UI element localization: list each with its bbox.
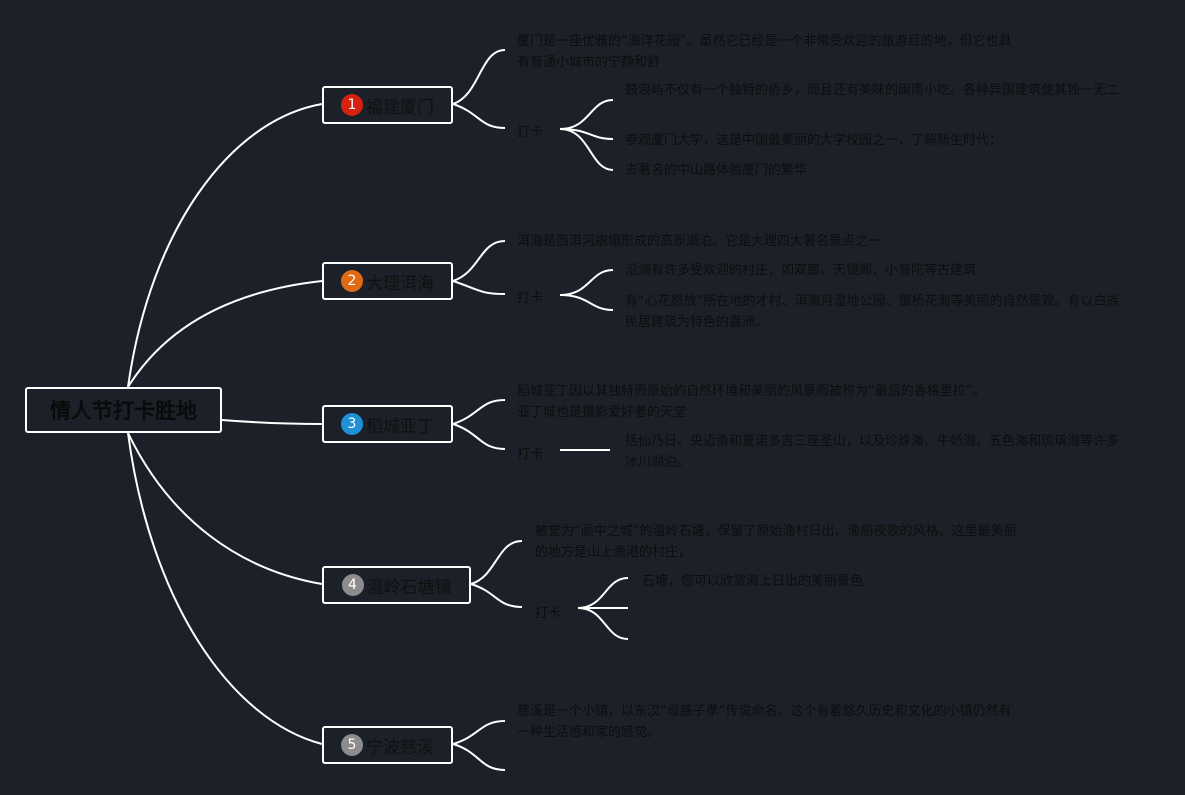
topic-1-checkin-label: 打卡 [517,125,544,140]
topic-2-description: 洱海是西洱河崩塌形成的高原湖泊。它是大理四大著名景点之一 [517,234,882,249]
connector-t2-desc [452,240,506,282]
topic-node-4[interactable]: 4 温岭石塘镇 [322,566,471,604]
topic-1-checkin-2: 参观厦门大学，这是中国最美丽的大学校园之一，了解新生时代； [625,133,1003,148]
topic-node-5[interactable]: 5 宁波慈溪 [322,726,453,764]
connector-t2-checkin [452,280,506,295]
connector-t4-checkin [470,583,523,608]
root-node[interactable]: 情人节打卡胜地 [25,387,222,433]
number-badge-icon: 5 [341,734,363,756]
topic-3-description: 稻城亚丁因以其独特而原始的自然环境和美丽的风景而被称为“最后的香格里拉”。亚丁城… [517,384,986,420]
topic-3-checkin-label: 打卡 [517,447,544,462]
connector-t4-c3 [577,607,629,640]
connector-root-topic-2 [127,280,323,388]
topic-title: 稻城亚丁 [366,416,434,437]
connector-t2-c2 [559,294,614,311]
topic-5-description: 慈溪是一个小镇，以东汉“母慈子孝”传说命名。这个有着悠久历史和文化的小镇仍然有一… [517,704,1012,740]
topic-title: 宁波慈溪 [366,737,434,758]
connector-t4-desc [470,540,523,585]
connector-t5-extra [452,743,506,771]
topic-1-checkin-3: 去著名的中山路体验厦门的繁华 [625,163,808,178]
topic-3-checkin-1: 括仙乃日、央迈勇和夏诺多吉三座圣山，以及珍珠海、牛奶海、五色海和琉璃海等许多冰川… [625,434,1120,470]
connector-t1-checkin [452,103,506,129]
topic-2-checkin-label: 打卡 [517,291,544,306]
topic-title: 福建厦门 [366,97,434,118]
topic-2-checkin-2: 有“心花怒放”所在地的才村、洱海月湿地公园、银桥花海等美丽的自然景观。有以白族民… [625,294,1120,330]
number-badge-icon: 3 [341,413,363,435]
number-badge-icon: 2 [341,270,363,292]
connector-t1-c3 [559,128,614,171]
topic-title: 温岭石塘镇 [366,577,452,598]
number-badge-icon: 4 [341,574,364,596]
topic-4-description: 被誉为“画中之城”的温岭石塘，保留了原始渔村日出、渔船夜歌的风格。这里最美丽的地… [535,524,1017,560]
topic-title: 大理洱海 [366,273,434,294]
connector-t5-desc [452,720,506,745]
topic-node-1[interactable]: 1 福建厦门 [322,86,453,124]
topic-node-2[interactable]: 2 大理洱海 [322,262,453,300]
topic-1-checkin-1: 鼓浪屿不仅有一个独特的侨乡，而且还有美味的闽南小吃。各种异国建筑使其独一无二 [625,83,1120,98]
connector-t3-checkin [452,423,506,450]
number-badge-icon: 1 [341,94,363,116]
connector-t4-c1 [577,577,629,609]
connector-t1-desc [452,49,506,105]
connector-t3-desc [452,399,506,425]
connector-root-topic-5 [127,432,323,745]
connector-root-topic-1 [127,103,323,388]
connector-root-topic-4 [127,432,323,585]
connector-t2-c1 [559,269,614,296]
root-title: 情人节打卡胜地 [50,399,197,423]
connector-t1-c1 [559,99,614,130]
topic-node-3[interactable]: 3 稻城亚丁 [322,405,453,443]
topic-1-description: 厦门是一座优雅的“海洋花园”。虽然它已经是一个非常受欢迎的旅游目的地，但它也具有… [517,34,1012,70]
topic-4-checkin-1: 石塘，您可以欣赏海上日出的美丽景色 [642,574,864,589]
connector-root-topic-3 [221,419,323,425]
topic-4-checkin-label: 打卡 [535,606,562,621]
topic-2-checkin-1: 沿湖有许多受欢迎的村庄，如双廊、天镜阁、小普陀等古建筑 [625,263,977,278]
